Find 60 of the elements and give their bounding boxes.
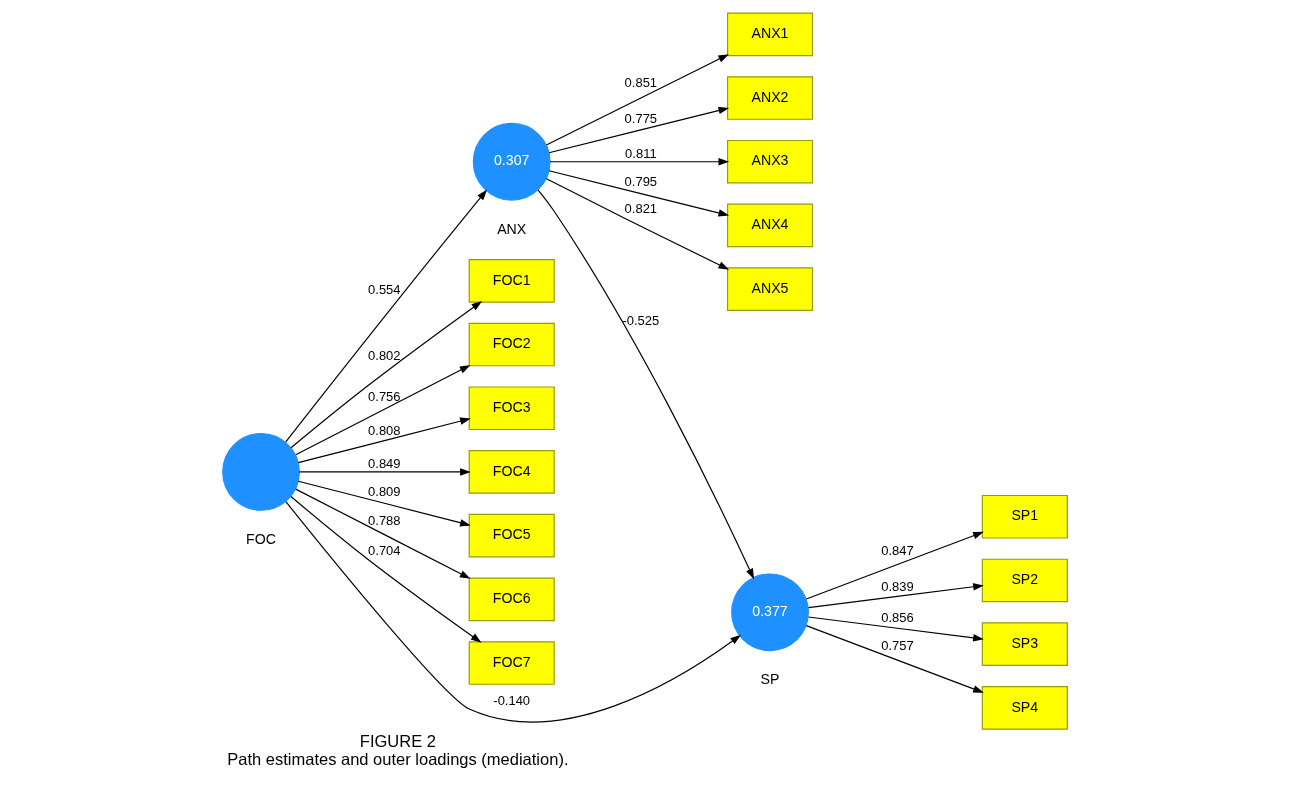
edge-label: 0.775 bbox=[624, 110, 658, 126]
arrow bbox=[807, 616, 984, 642]
node-box: ANX1 bbox=[727, 12, 814, 57]
node-label: FOC bbox=[246, 531, 276, 548]
node-box: FOC6 bbox=[468, 577, 555, 622]
arrow bbox=[548, 106, 730, 154]
arrow bbox=[290, 301, 483, 449]
node-box: ANX3 bbox=[727, 139, 814, 184]
edge-label: 0.757 bbox=[881, 637, 914, 653]
edge-label: 0.554 bbox=[368, 281, 401, 297]
node-label: SP bbox=[760, 671, 780, 688]
arrow bbox=[295, 365, 471, 456]
edge-label: 0.704 bbox=[368, 543, 401, 559]
node-box: ANX4 bbox=[727, 203, 814, 248]
arrow bbox=[548, 170, 730, 217]
arrow bbox=[295, 488, 471, 579]
arrow bbox=[537, 189, 754, 580]
node-box: FOC2 bbox=[468, 322, 555, 367]
node-box: SP1 bbox=[981, 494, 1068, 539]
arrow bbox=[805, 531, 984, 600]
arrow bbox=[297, 417, 471, 464]
caption: Path estimates and outer loadings (mediation). bbox=[227, 749, 569, 768]
node-box: FOC4 bbox=[468, 450, 555, 494]
arrow bbox=[297, 480, 471, 527]
node-box: ANX2 bbox=[727, 76, 814, 120]
arrow bbox=[285, 189, 488, 443]
node-box: SP4 bbox=[981, 686, 1068, 730]
edge-label: 0.788 bbox=[368, 512, 401, 528]
edge-label: 0.802 bbox=[368, 347, 401, 363]
edge-label: 0.821 bbox=[624, 201, 658, 217]
edge-label: 0.756 bbox=[368, 388, 401, 404]
edge-label: 0.847 bbox=[881, 543, 914, 559]
node-circle bbox=[222, 433, 300, 511]
arrow bbox=[807, 583, 984, 609]
node-box: SP2 bbox=[981, 558, 1068, 603]
edge-label: 0.795 bbox=[624, 174, 658, 190]
arrow bbox=[298, 468, 471, 476]
node-box: FOC5 bbox=[468, 513, 555, 558]
arrow bbox=[805, 625, 984, 693]
node-box: SP3 bbox=[981, 622, 1068, 666]
node-box: FOC3 bbox=[468, 386, 555, 431]
edge-label: 0.839 bbox=[881, 578, 914, 594]
arrow bbox=[549, 158, 730, 166]
arrow bbox=[290, 495, 482, 643]
diagram-title: FIGURE 2 bbox=[359, 732, 436, 751]
edge-label: 0.811 bbox=[625, 145, 657, 161]
edge-label: 0.851 bbox=[624, 75, 658, 91]
node-box: FOC7 bbox=[468, 641, 555, 685]
arrow bbox=[285, 501, 741, 723]
edge-label: -0.140 bbox=[493, 693, 531, 709]
edge-label: 0.849 bbox=[368, 456, 401, 472]
edge-label: 0.809 bbox=[368, 484, 401, 500]
node-label: ANX bbox=[497, 220, 527, 237]
arrow bbox=[545, 178, 730, 270]
edge-label: 0.808 bbox=[368, 423, 401, 439]
edge-label: -0.525 bbox=[622, 313, 660, 329]
edge-label: 0.856 bbox=[881, 609, 914, 625]
node-box: FOC1 bbox=[468, 259, 555, 303]
node-box: ANX5 bbox=[727, 267, 814, 311]
arrow bbox=[545, 54, 729, 146]
